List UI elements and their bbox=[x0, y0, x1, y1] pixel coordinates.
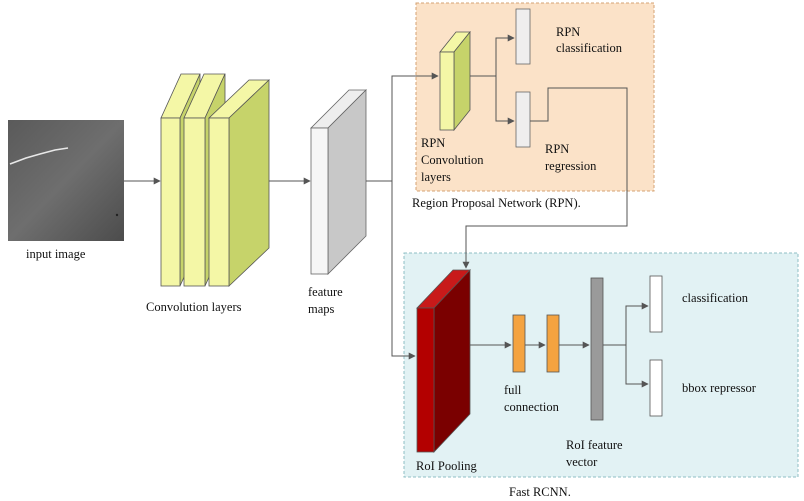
rpn-cls-label-line2: classification bbox=[556, 41, 623, 55]
rpn-classification-block bbox=[515, 8, 531, 65]
full-connection-label-line1: full bbox=[504, 383, 522, 397]
bbox-label: bbox repressor bbox=[682, 381, 757, 395]
roi-feature-vector bbox=[590, 277, 604, 421]
arrow-rpn-to-roi bbox=[462, 87, 628, 269]
rpn-conv-label-line1: RPN bbox=[421, 136, 445, 150]
rpn-conv-label-line2: Convolution bbox=[421, 153, 484, 167]
bbox-block bbox=[649, 359, 663, 417]
rpn-conv-label-line3: layers bbox=[421, 170, 451, 184]
rpn-regression-block bbox=[515, 91, 531, 148]
arrow-rpn-to-cls bbox=[495, 34, 515, 76]
rpn-conv-layers bbox=[439, 30, 471, 132]
input-image bbox=[8, 120, 124, 241]
classification-block bbox=[649, 275, 663, 333]
convolution-layers-label: Convolution layers bbox=[146, 300, 242, 314]
roi-vector-label-line1: RoI feature bbox=[566, 438, 623, 452]
rpn-reg-label-line1: RPN bbox=[545, 142, 569, 156]
arrow-to-bbox bbox=[625, 345, 649, 388]
arrow-to-classification bbox=[625, 302, 649, 345]
input-image-label: input image bbox=[26, 247, 86, 261]
feature-maps bbox=[310, 89, 367, 275]
arrow-feature-to-rpn bbox=[391, 72, 439, 181]
rpn-reg-label-line2: regression bbox=[545, 159, 597, 173]
roi-pooling-label: RoI Pooling bbox=[416, 459, 478, 473]
rpn-box-title: Region Proposal Network (RPN). bbox=[412, 196, 581, 210]
classification-label: classification bbox=[682, 291, 749, 305]
feature-maps-label-line2: maps bbox=[308, 302, 335, 316]
arrow-rpn-to-reg bbox=[495, 76, 515, 125]
roi-pooling-block bbox=[416, 268, 471, 454]
convolution-layers bbox=[160, 73, 271, 287]
arrow-feature-to-roi bbox=[391, 181, 416, 360]
rpn-cls-label-line1: RPN bbox=[556, 25, 580, 39]
fc-layer-1 bbox=[512, 314, 526, 373]
full-connection-label-line2: connection bbox=[504, 400, 560, 414]
fc-layer-2 bbox=[546, 314, 560, 373]
fast-rcnn-title: Fast RCNN. bbox=[509, 485, 571, 499]
feature-maps-label-line1: feature bbox=[308, 285, 343, 299]
roi-vector-label-line2: vector bbox=[566, 455, 598, 469]
